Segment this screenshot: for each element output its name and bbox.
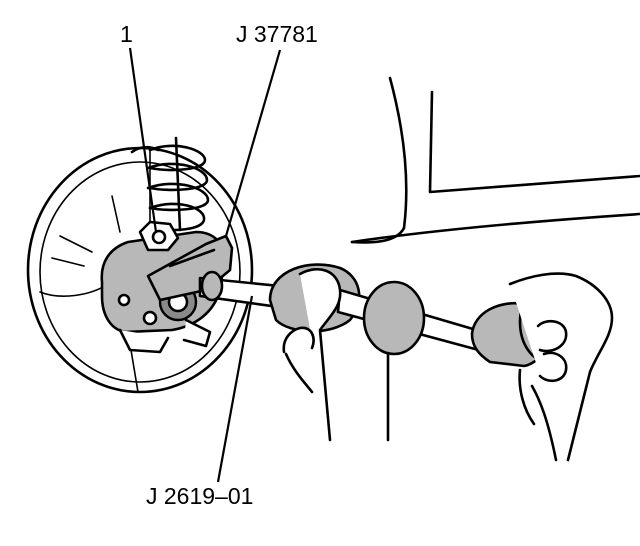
callout-leaders [128,47,282,483]
leader-j37781 [224,49,282,237]
callout-item-1: 1 [120,21,133,47]
callout-tool-j37781: J 37781 [236,21,318,47]
coil-spring [130,136,210,232]
hands [282,268,614,462]
leader-item-1 [128,47,158,233]
callout-tool-j2619-01: J 2619–01 [146,483,254,509]
vehicle-body [350,76,640,244]
leader-j2619 [216,295,254,483]
